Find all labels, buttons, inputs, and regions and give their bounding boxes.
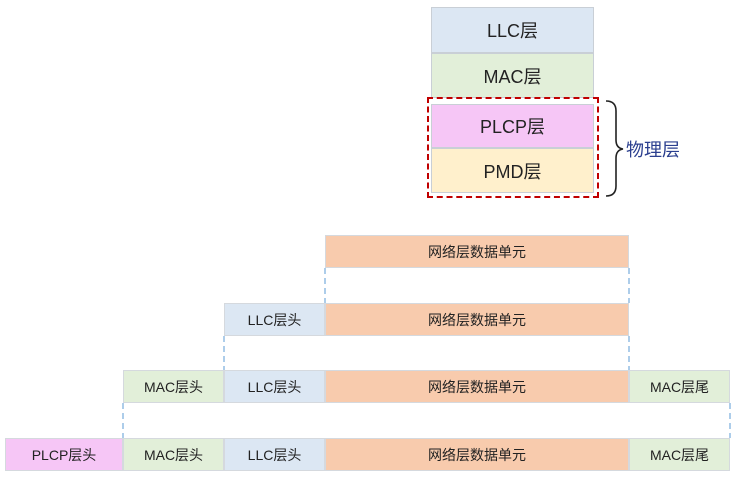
mac-header-label: MAC层头: [143, 378, 204, 395]
network-data-unit-label: 网络层数据单元: [428, 243, 526, 260]
network-data-unit-row4: 网络层数据单元: [325, 438, 629, 471]
mac-trailer-row4: MAC层尾: [629, 438, 730, 471]
mac-trailer-row3: MAC层尾: [629, 370, 730, 403]
physical-layer-dashed-box: [427, 97, 599, 198]
llc-header-label: LLC层头: [247, 446, 302, 463]
stack-layer-llc: LLC层: [431, 7, 594, 53]
network-data-unit-label: 网络层数据单元: [428, 378, 526, 395]
llc-header-row2: LLC层头: [224, 303, 325, 336]
llc-header-label: LLC层头: [247, 378, 302, 395]
physical-layer-label: 物理层: [626, 140, 680, 160]
plcp-header-row4: PLCP层头: [5, 438, 123, 471]
llc-header-row4: LLC层头: [224, 438, 325, 471]
plcp-header-label: PLCP层头: [31, 446, 97, 463]
stack-layer-llc-label: LLC层: [486, 21, 539, 41]
llc-header-row3: LLC层头: [224, 370, 325, 403]
mac-header-label: MAC层头: [143, 446, 204, 463]
stack-layer-pmd-label: PMD层: [483, 161, 542, 182]
stack-layer-pmd: PMD层: [431, 148, 594, 193]
network-data-unit-label: 网络层数据单元: [428, 311, 526, 328]
mac-trailer-label: MAC层尾: [649, 378, 710, 395]
stack-layer-mac-label: MAC层: [483, 66, 542, 87]
network-data-unit-label: 网络层数据单元: [428, 446, 526, 463]
network-data-unit-row1: 网络层数据单元: [325, 235, 629, 268]
mac-header-row4: MAC层头: [123, 438, 224, 471]
mac-trailer-label: MAC层尾: [649, 446, 710, 463]
network-data-unit-row2: 网络层数据单元: [325, 303, 629, 336]
llc-header-label: LLC层头: [247, 311, 302, 328]
network-data-unit-row3: 网络层数据单元: [325, 370, 629, 403]
stack-layer-plcp-label: PLCP层: [479, 117, 546, 137]
stack-layer-plcp: PLCP层: [431, 104, 594, 148]
mac-header-row3: MAC层头: [123, 370, 224, 403]
